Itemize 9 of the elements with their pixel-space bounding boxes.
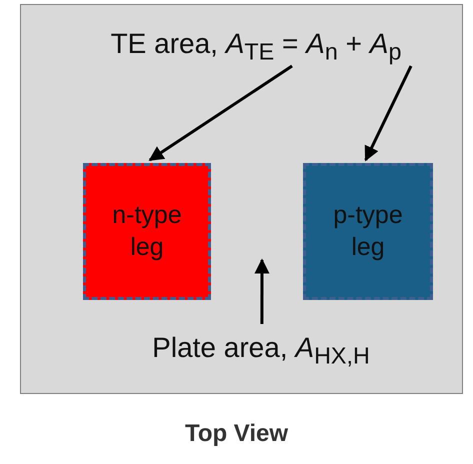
annotation-text: Plate area, A$_{HX,H}$ — [101, 327, 421, 369]
thermoelectric-leg: p-type leg — [303, 163, 433, 300]
caption: Top View — [184, 420, 290, 448]
arrow — [148, 64, 293, 162]
arrow — [254, 258, 270, 324]
arrow — [364, 65, 412, 162]
thermoelectric-leg: n-type leg — [83, 163, 211, 300]
annotation-text: TE area, A$_{TE}$ = A$_{n}$ + A$_{p}$ — [61, 23, 451, 65]
plate-area — [20, 4, 463, 394]
